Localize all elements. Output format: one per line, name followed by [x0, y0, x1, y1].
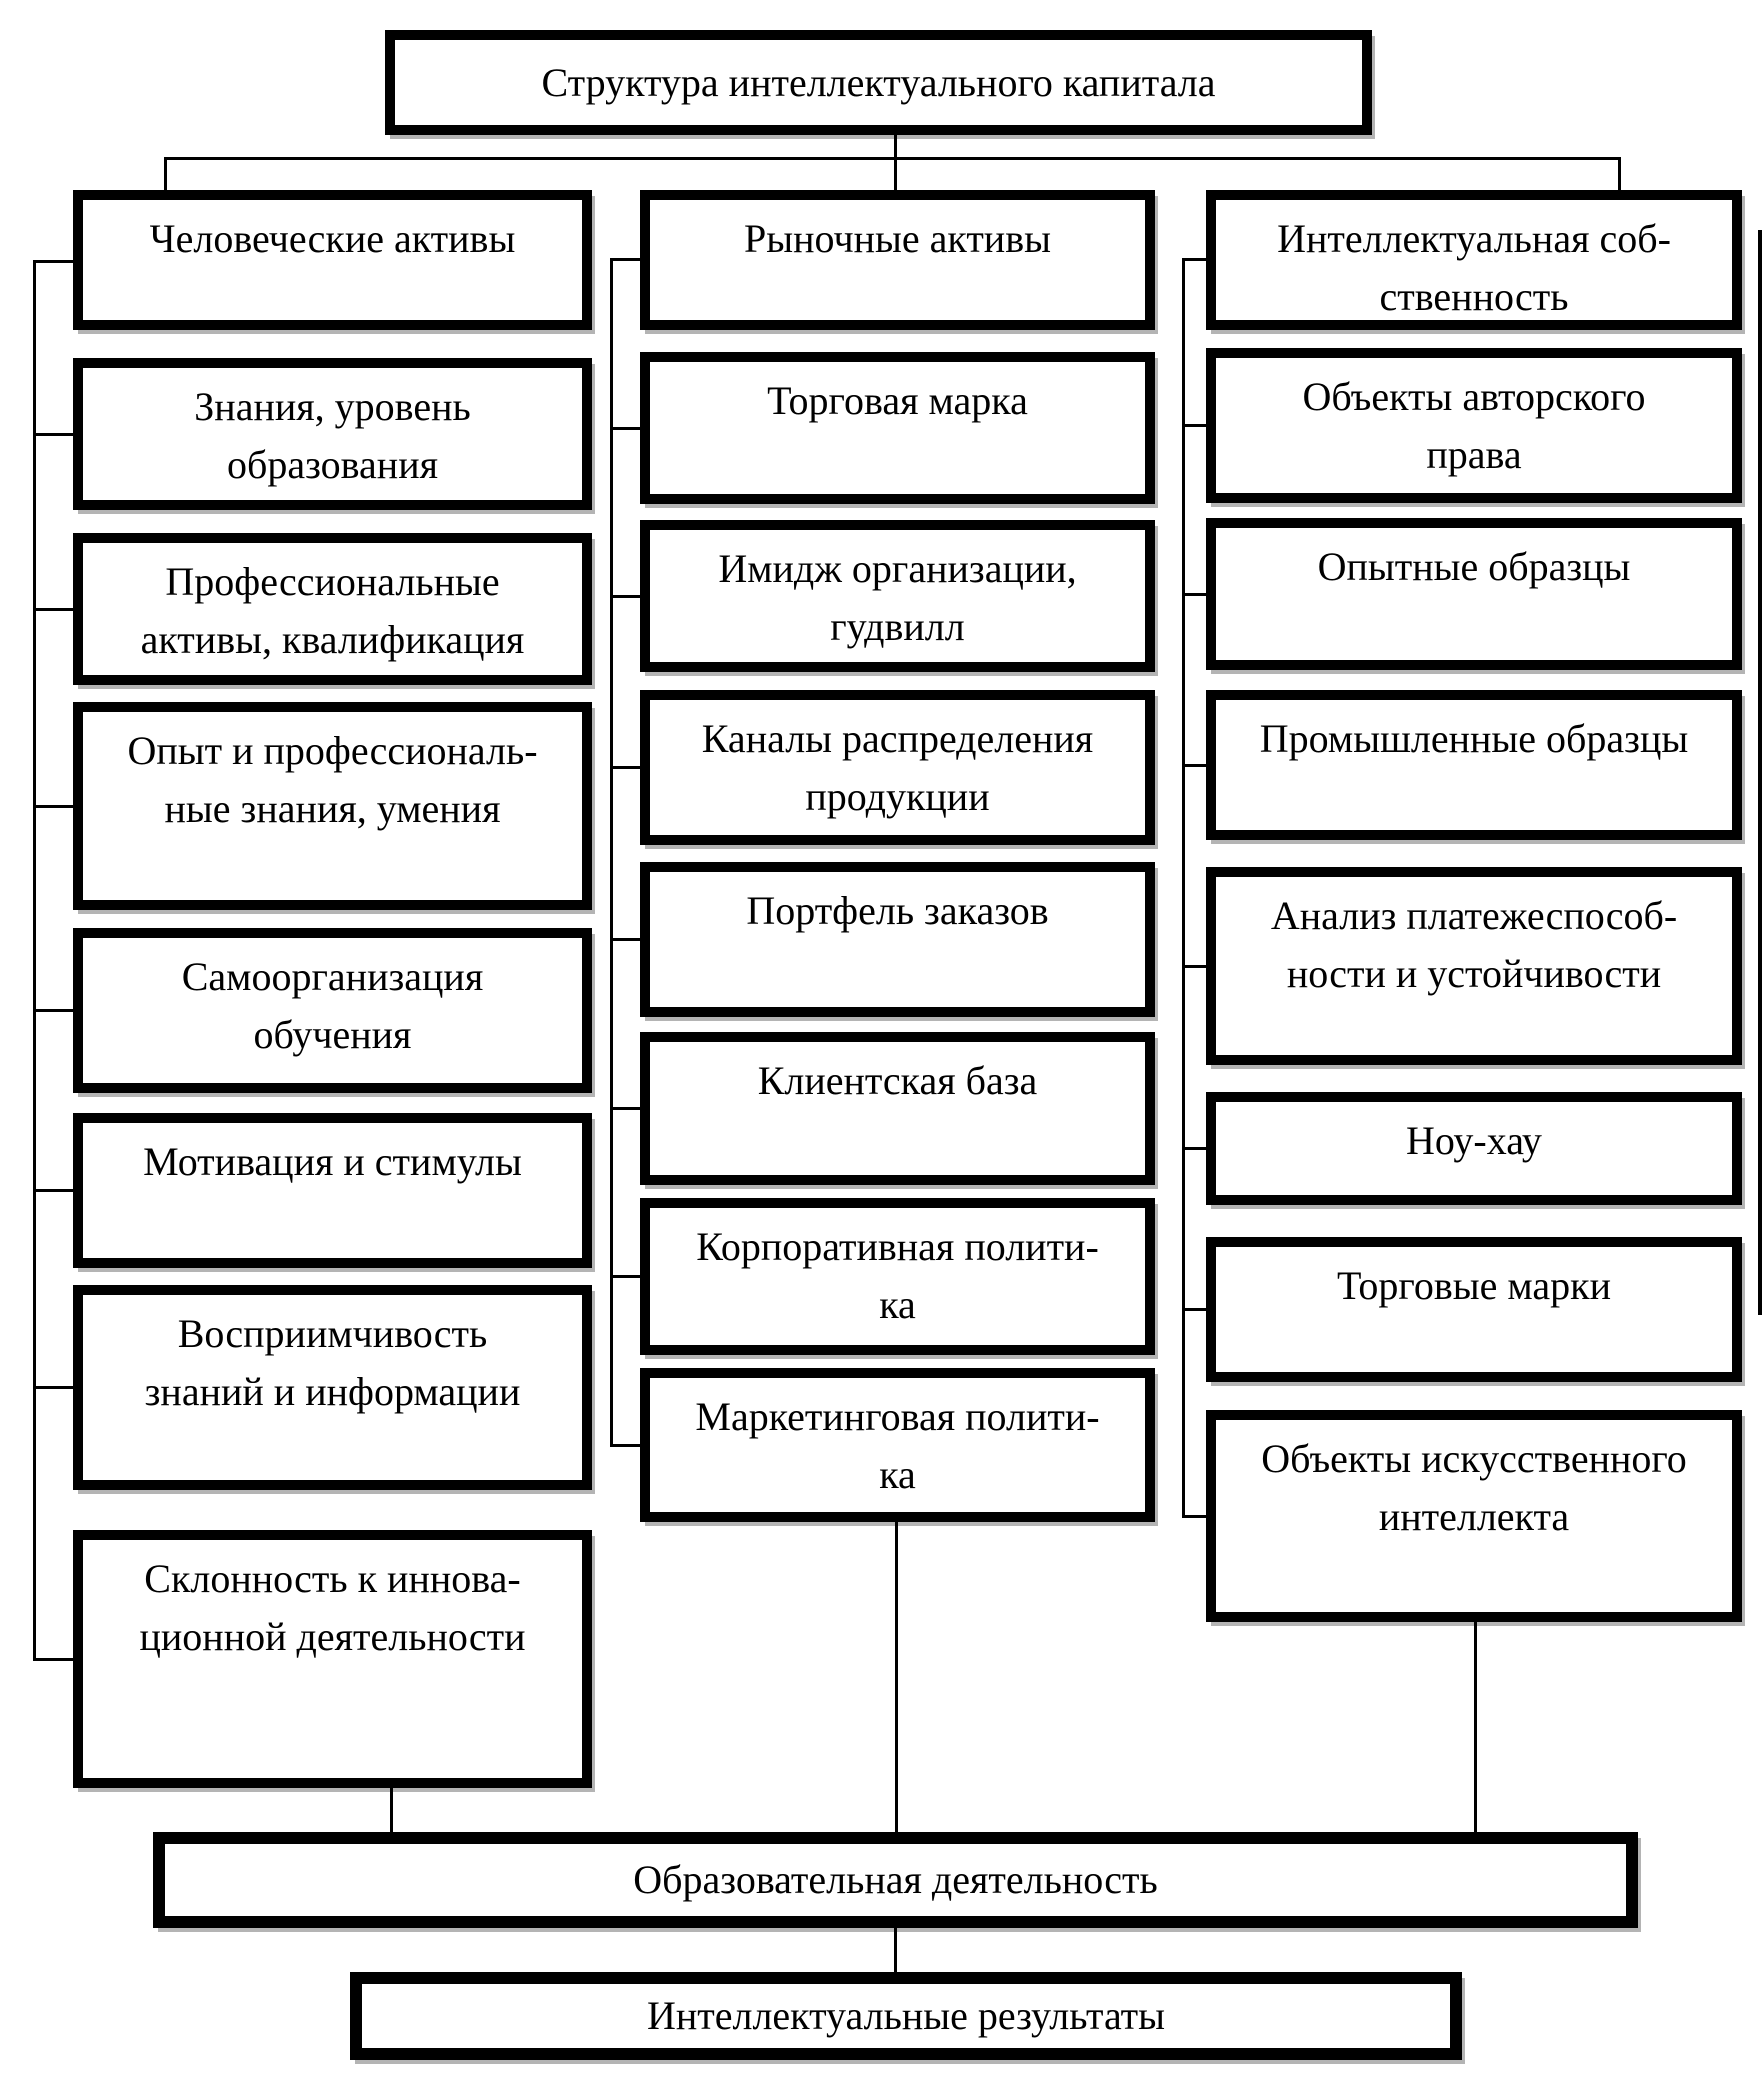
node-know-how: Ноу-хау: [1206, 1092, 1742, 1205]
node-ai-objects: Объекты искусственного интеллекта: [1206, 1410, 1742, 1622]
connector-drop-left-header: [164, 157, 167, 190]
node-educational-activity: Образовательная деятельность: [153, 1832, 1638, 1928]
node-solvency-analysis: Анализ платежеспособ- ности и устойчивос…: [1206, 867, 1742, 1065]
node-motivation-incentives: Мотивация и стимулы: [73, 1113, 592, 1268]
node-marketing-policy: Маркетинговая полити- ка: [640, 1368, 1155, 1522]
node-intellectual-results: Интеллектуальные результаты: [350, 1972, 1462, 2060]
stub-left-3: [33, 805, 75, 808]
connector-right-to-education: [1474, 1622, 1477, 1832]
stub-left-4: [33, 1009, 75, 1012]
connector-middle-to-education: [895, 1522, 898, 1832]
stub-middle-2: [610, 595, 642, 598]
stub-left-7: [33, 1658, 75, 1661]
node-image-goodwill: Имидж организации, гудвилл: [640, 520, 1155, 672]
stub-right-1: [1182, 424, 1208, 427]
node-prototypes: Опытные образцы: [1206, 518, 1742, 670]
stub-right-3: [1182, 764, 1208, 767]
stub-right-0: [1182, 258, 1208, 261]
stub-middle-6: [610, 1275, 642, 1278]
connector-education-to-results: [894, 1928, 897, 1972]
node-trademarks: Торговые марки: [1206, 1237, 1742, 1382]
stub-right-4: [1182, 965, 1208, 968]
node-self-organization: Самоорганизация обучения: [73, 928, 592, 1093]
connector-root-horizontal: [164, 157, 1621, 160]
connector-drop-right-header: [1618, 157, 1621, 190]
node-experience-skills: Опыт и профессиональ- ные знания, умения: [73, 702, 592, 910]
node-market-assets-header: Рыночные активы: [640, 190, 1155, 330]
stub-left-0: [33, 260, 75, 263]
stub-right-6: [1182, 1308, 1208, 1311]
stub-middle-5: [610, 1107, 642, 1110]
node-distribution-channels: Каналы распределения продукции: [640, 690, 1155, 845]
node-intellectual-property-header: Интеллектуальная соб- ственность: [1206, 190, 1742, 330]
node-human-assets-header: Человеческие активы: [73, 190, 592, 330]
stub-middle-4: [610, 938, 642, 941]
node-knowledge-education: Знания, уровень образования: [73, 358, 592, 510]
node-root-title: Структура интеллектуального капитала: [385, 30, 1372, 135]
connector-left-to-education: [390, 1788, 393, 1832]
stub-left-2: [33, 608, 75, 611]
node-professional-assets: Профессиональные активы, квалификация: [73, 533, 592, 685]
stub-right-5: [1182, 1147, 1208, 1150]
connector-root-vertical: [894, 135, 897, 190]
stub-middle-0: [610, 258, 642, 261]
stub-left-5: [33, 1189, 75, 1192]
stub-middle-3: [610, 766, 642, 769]
stub-right-7: [1182, 1515, 1208, 1518]
page-edge-artifact-line: [1758, 230, 1762, 1315]
stub-left-1: [33, 433, 75, 436]
stub-middle-1: [610, 427, 642, 430]
node-receptivity-knowledge: Восприимчивость знаний и информации: [73, 1285, 592, 1490]
rail-left-column: [33, 260, 36, 1661]
node-industrial-designs: Промышленные образцы: [1206, 690, 1742, 840]
rail-middle-column: [610, 258, 613, 1447]
stub-right-2: [1182, 593, 1208, 596]
node-copyright-objects: Объекты авторского права: [1206, 348, 1742, 503]
stub-middle-7: [610, 1444, 642, 1447]
stub-left-6: [33, 1386, 75, 1389]
node-innovation-propensity: Склонность к иннова- ционной деятельност…: [73, 1530, 592, 1788]
node-corporate-policy: Корпоративная полити- ка: [640, 1198, 1155, 1355]
node-client-base: Клиентская база: [640, 1032, 1155, 1185]
node-trademark: Торговая марка: [640, 352, 1155, 504]
node-order-portfolio: Портфель заказов: [640, 862, 1155, 1017]
rail-right-column: [1182, 258, 1185, 1518]
